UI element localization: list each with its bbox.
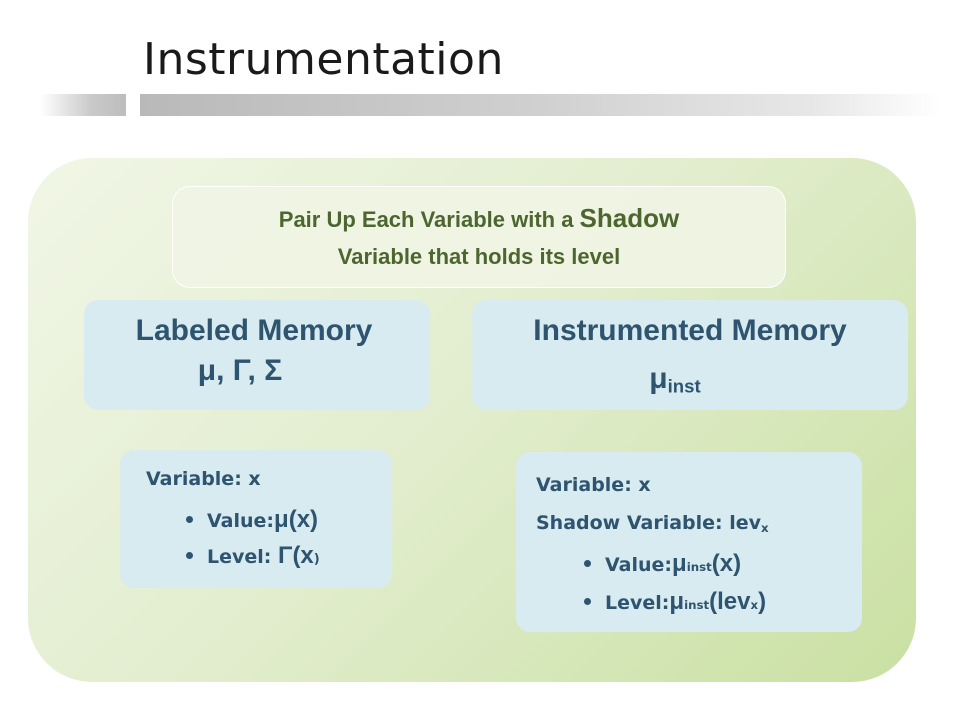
labeled-value-item: Value: μ(x) — [186, 506, 318, 534]
instrumented-variable-line: Variable: x — [536, 474, 651, 496]
labeled-level-item: Level: Γ(x) — [186, 542, 320, 570]
inst-subscript: inst — [667, 375, 701, 397]
instrumented-level-label: Level: — [605, 592, 670, 614]
shadow-subscript: x — [761, 520, 769, 535]
instrumented-example-box: Variable: x Shadow Variable: levx Value:… — [516, 452, 862, 632]
labeled-variable-line: Variable: x — [146, 468, 261, 490]
bullet-icon — [584, 560, 591, 567]
title-underline-left — [40, 94, 126, 116]
labeled-value-label: Value: — [207, 510, 275, 532]
bullet-icon — [186, 516, 193, 523]
shadow-variable-label: Shadow Variable: lev — [536, 512, 762, 534]
bullet-icon — [584, 598, 591, 605]
instrumented-level-open: (lev — [709, 588, 751, 615]
instrumented-memory-title: Instrumented Memory — [533, 314, 847, 347]
labeled-memory-title: Labeled Memory — [135, 314, 373, 347]
instrumented-level-close: ) — [758, 588, 767, 615]
callout-line-2: Variable that holds its level — [337, 243, 621, 269]
mu-symbol: μ — [649, 362, 668, 395]
labeled-memory-box: Labeled Memory μ, Γ, Σ — [84, 300, 430, 410]
instrumented-value-rest: (x) — [711, 550, 742, 577]
slide-title: Instrumentation — [143, 34, 504, 85]
instrumented-level-mu: μ — [669, 588, 685, 615]
labeled-level-expr: Γ(x — [278, 542, 314, 569]
labeled-value-expr: μ(x) — [274, 506, 319, 533]
instrumented-memory-symbol: μinst — [442, 362, 908, 396]
labeled-level-close: ) — [313, 552, 320, 567]
labeled-example-box: Variable: x Value: μ(x) Level: Γ(x) — [120, 450, 392, 588]
instrumented-memory-box: Instrumented Memory μinst — [472, 300, 908, 410]
instrumented-value-mu: μ — [672, 550, 687, 577]
shadow-callout: Pair Up Each Variable with a Shadow Vari… — [172, 186, 786, 288]
title-underline-right — [140, 94, 940, 116]
instrumented-value-label: Value: — [605, 554, 673, 576]
bullet-icon — [186, 552, 193, 559]
callout-line-1: Pair Up Each Variable with a Shadow — [173, 200, 785, 238]
callout-shadow-word: Shadow — [579, 202, 680, 233]
shadow-variable-line: Shadow Variable: levx — [536, 512, 769, 534]
labeled-level-label: Level: — [207, 546, 272, 568]
callout-line-1-text: Pair Up Each Variable with a — [278, 206, 580, 232]
labeled-memory-symbols: μ, Γ, Σ — [197, 354, 283, 387]
